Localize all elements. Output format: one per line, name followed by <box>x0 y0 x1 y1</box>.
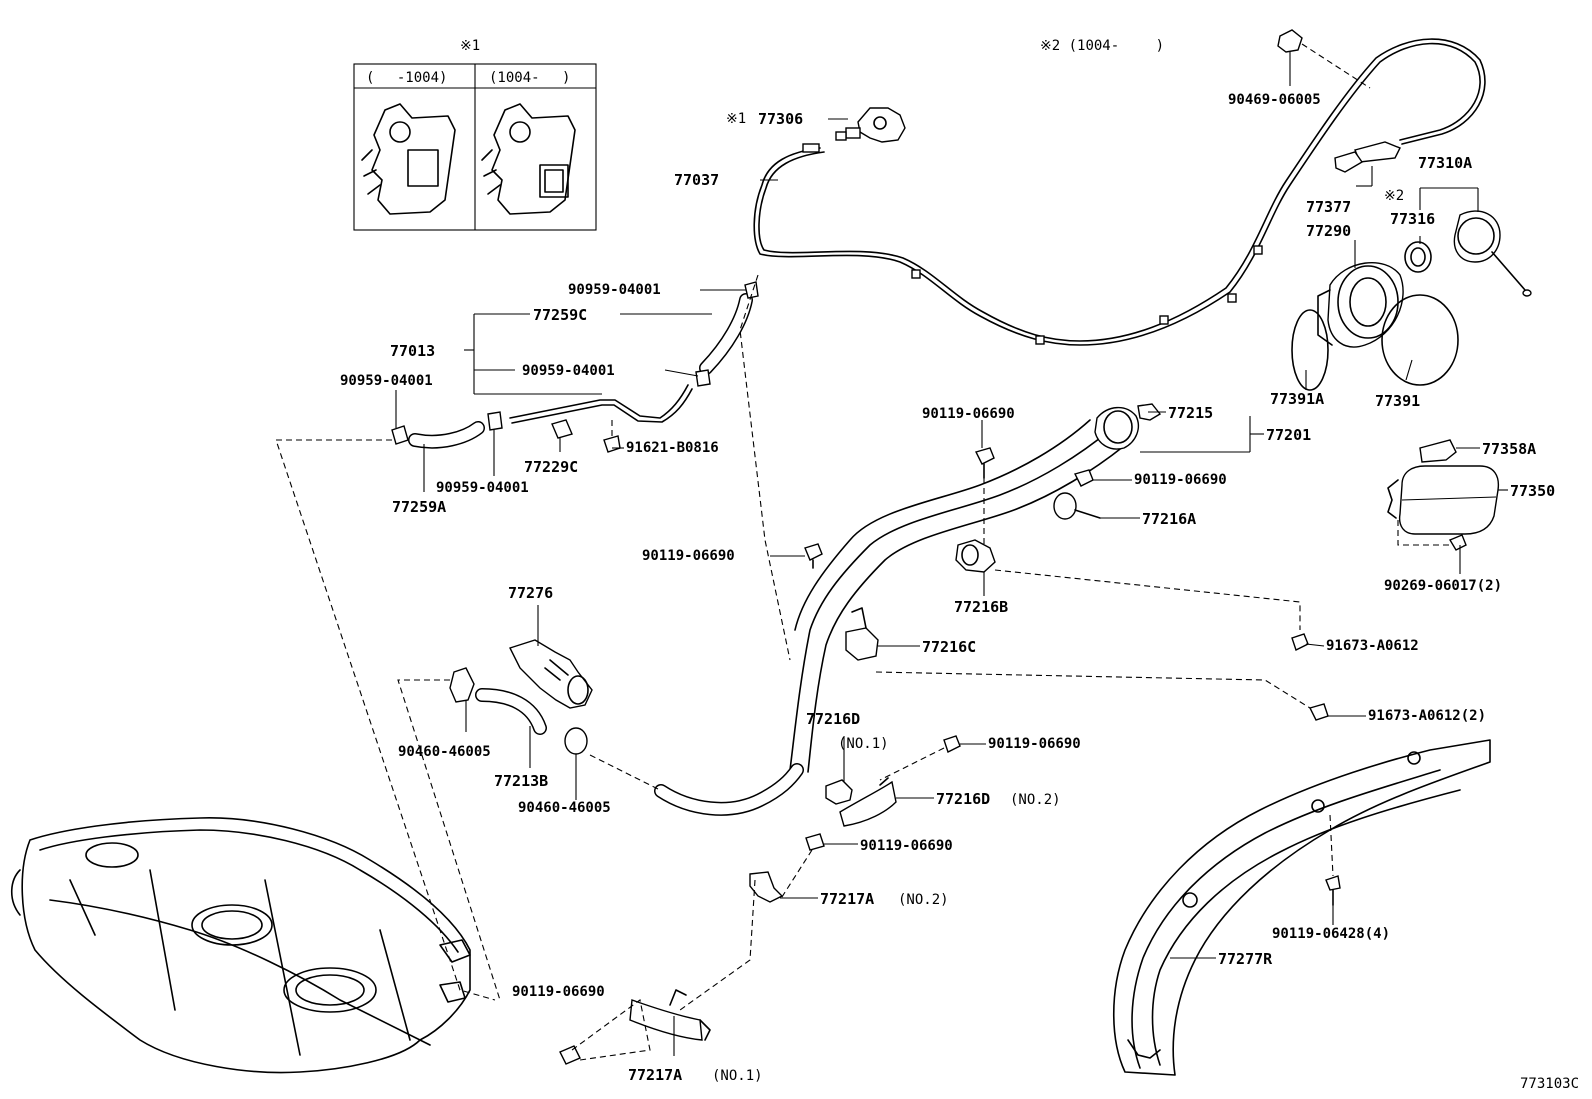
bracket-77216C <box>845 607 879 661</box>
label-77216D-no1: 77216D <box>806 710 860 728</box>
label-91621-B0816: 91621-B0816 <box>626 440 719 456</box>
strap-77217A-no1 <box>629 989 711 1041</box>
label-77217A-no2-suffix: (NO.2) <box>898 892 949 908</box>
label-77276: 77276 <box>508 584 553 602</box>
label-77306-ref: ※1 <box>726 111 746 127</box>
bracket-77216D-no1 <box>825 779 853 805</box>
label-90119-06690-d: 90119-06690 <box>988 736 1081 752</box>
label-90119-06690-g: 90119-06690 <box>512 984 605 1000</box>
label-77391: 77391 <box>1375 392 1420 410</box>
label-91673-A0612-a: 91673-A0612 <box>1326 638 1419 654</box>
label-90119-06690-e: 90119-06690 <box>860 838 953 854</box>
label-77358A: 77358A <box>1482 440 1536 458</box>
label-90959-04001-c: 90959-04001 <box>340 373 433 389</box>
hose-77276 <box>509 639 593 709</box>
bolt-90119-c <box>804 543 823 569</box>
label-90119-06428: 90119-06428(4) <box>1272 926 1390 942</box>
label-77216A: 77216A <box>1142 510 1196 528</box>
label-77259A: 77259A <box>392 498 446 516</box>
label-77037: 77037 <box>674 171 719 189</box>
inset-col-left-label: ( -1004) <box>366 70 447 86</box>
label-77216D-no1-suffix: (NO.1) <box>838 736 889 752</box>
label-77216D-no2-suffix: (NO.2) <box>1010 792 1061 808</box>
label-90269-06017: 90269-06017(2) <box>1384 578 1502 594</box>
bolt-90119-b <box>1073 469 1094 487</box>
label-77306: 77306 <box>758 110 803 128</box>
clamp-77216A <box>1053 492 1101 520</box>
label-77013: 77013 <box>390 342 435 360</box>
bolt-90119-g <box>559 1045 581 1065</box>
bracket-77217A-no2 <box>749 871 784 903</box>
fuel-lid-77350 <box>1387 465 1500 535</box>
fuel-door-housing-new-sketch <box>481 103 576 215</box>
fuel-door-housing-old-sketch <box>361 103 456 215</box>
filler-housing-77290 <box>1317 261 1404 348</box>
label-90959-04001-d: 90959-04001 <box>436 480 529 496</box>
label-77277R: 77277R <box>1218 950 1273 968</box>
label-90119-06690-c: 90119-06690 <box>642 548 735 564</box>
label-77391A: 77391A <box>1270 390 1324 408</box>
bolt-90119-e <box>805 833 825 851</box>
clip-90469 <box>1277 29 1303 53</box>
label-77377: 77377 <box>1306 198 1351 216</box>
label-77350: 77350 <box>1510 482 1555 500</box>
label-77216D-no2: 77216D <box>936 790 990 808</box>
label-90460-46005-a: 90460-46005 <box>398 744 491 760</box>
label-90460-46005-b: 90460-46005 <box>518 800 611 816</box>
label-77215: 77215 <box>1168 404 1213 422</box>
leader-lines <box>395 52 1508 1056</box>
label-77201: 77201 <box>1266 426 1311 444</box>
inset-variant-box: ※1 ( -1004) (1004- ) <box>353 38 597 231</box>
cable-end-77377 <box>1334 151 1364 173</box>
label-77217A-no2: 77217A <box>820 890 874 908</box>
label-77259C: 77259C <box>533 306 587 324</box>
bracket-77216B <box>955 539 996 573</box>
label-90959-04001-b: 90959-04001 <box>522 363 615 379</box>
screw-90269 <box>1448 534 1467 551</box>
screw-90119-06428 <box>1325 875 1341 906</box>
label-91673-A0612-2: 91673-A0612(2) <box>1368 708 1486 724</box>
label-77229C: 77229C <box>524 458 578 476</box>
label-77316: 77316 <box>1390 210 1435 228</box>
label-77213B: 77213B <box>494 772 548 790</box>
label-90959-04001-a: 90959-04001 <box>568 282 661 298</box>
inset-ref-mark: ※1 <box>460 38 480 54</box>
wheel-house-liner-77277R <box>1112 739 1491 1076</box>
ring-77391A <box>1291 309 1329 391</box>
bolt-91673-a <box>1291 633 1309 651</box>
ring-77391 <box>1381 294 1459 386</box>
lid-hinge-77358A <box>1419 439 1457 463</box>
cap-gasket-77316 <box>1404 241 1432 273</box>
breather-tube-assembly <box>391 281 759 453</box>
bracket-77216D-no2 <box>839 777 897 827</box>
fuel-lid-opener-cable <box>753 38 1486 346</box>
bolt-90119-d <box>943 735 961 753</box>
inset-col-right-label: (1004- ) <box>489 70 570 86</box>
label-90119-06690-a: 90119-06690 <box>922 406 1015 422</box>
label-77216C: 77216C <box>922 638 976 656</box>
bolt-91673-b <box>1308 703 1329 721</box>
label-77217A-no1: 77217A <box>628 1066 682 1084</box>
label-77290: 77290 <box>1306 222 1351 240</box>
fuel-tank <box>10 817 471 1074</box>
label-90469-06005: 90469-06005 <box>1228 92 1321 108</box>
label-90119-06690-b: 90119-06690 <box>1134 472 1227 488</box>
bolt-90119-a <box>974 447 995 479</box>
hose-77213B <box>449 667 588 755</box>
fuel-lid-lock-assembly <box>835 107 906 143</box>
label-77310A: 77310A <box>1418 154 1472 172</box>
note-2-range: ※2 (1004- ) <box>1040 38 1164 54</box>
diagram-code: 773103C <box>1520 1076 1579 1092</box>
fuel-cap-77310A <box>1453 210 1532 297</box>
filler-pipe-77201 <box>789 403 1162 773</box>
label-77217A-no1-suffix: (NO.1) <box>712 1068 763 1084</box>
part-labels: 90469-06005 ※1 77306 77037 77310A 77377 … <box>340 92 1579 1092</box>
label-77316-ref: ※2 <box>1384 188 1404 204</box>
label-77216B: 77216B <box>954 598 1008 616</box>
